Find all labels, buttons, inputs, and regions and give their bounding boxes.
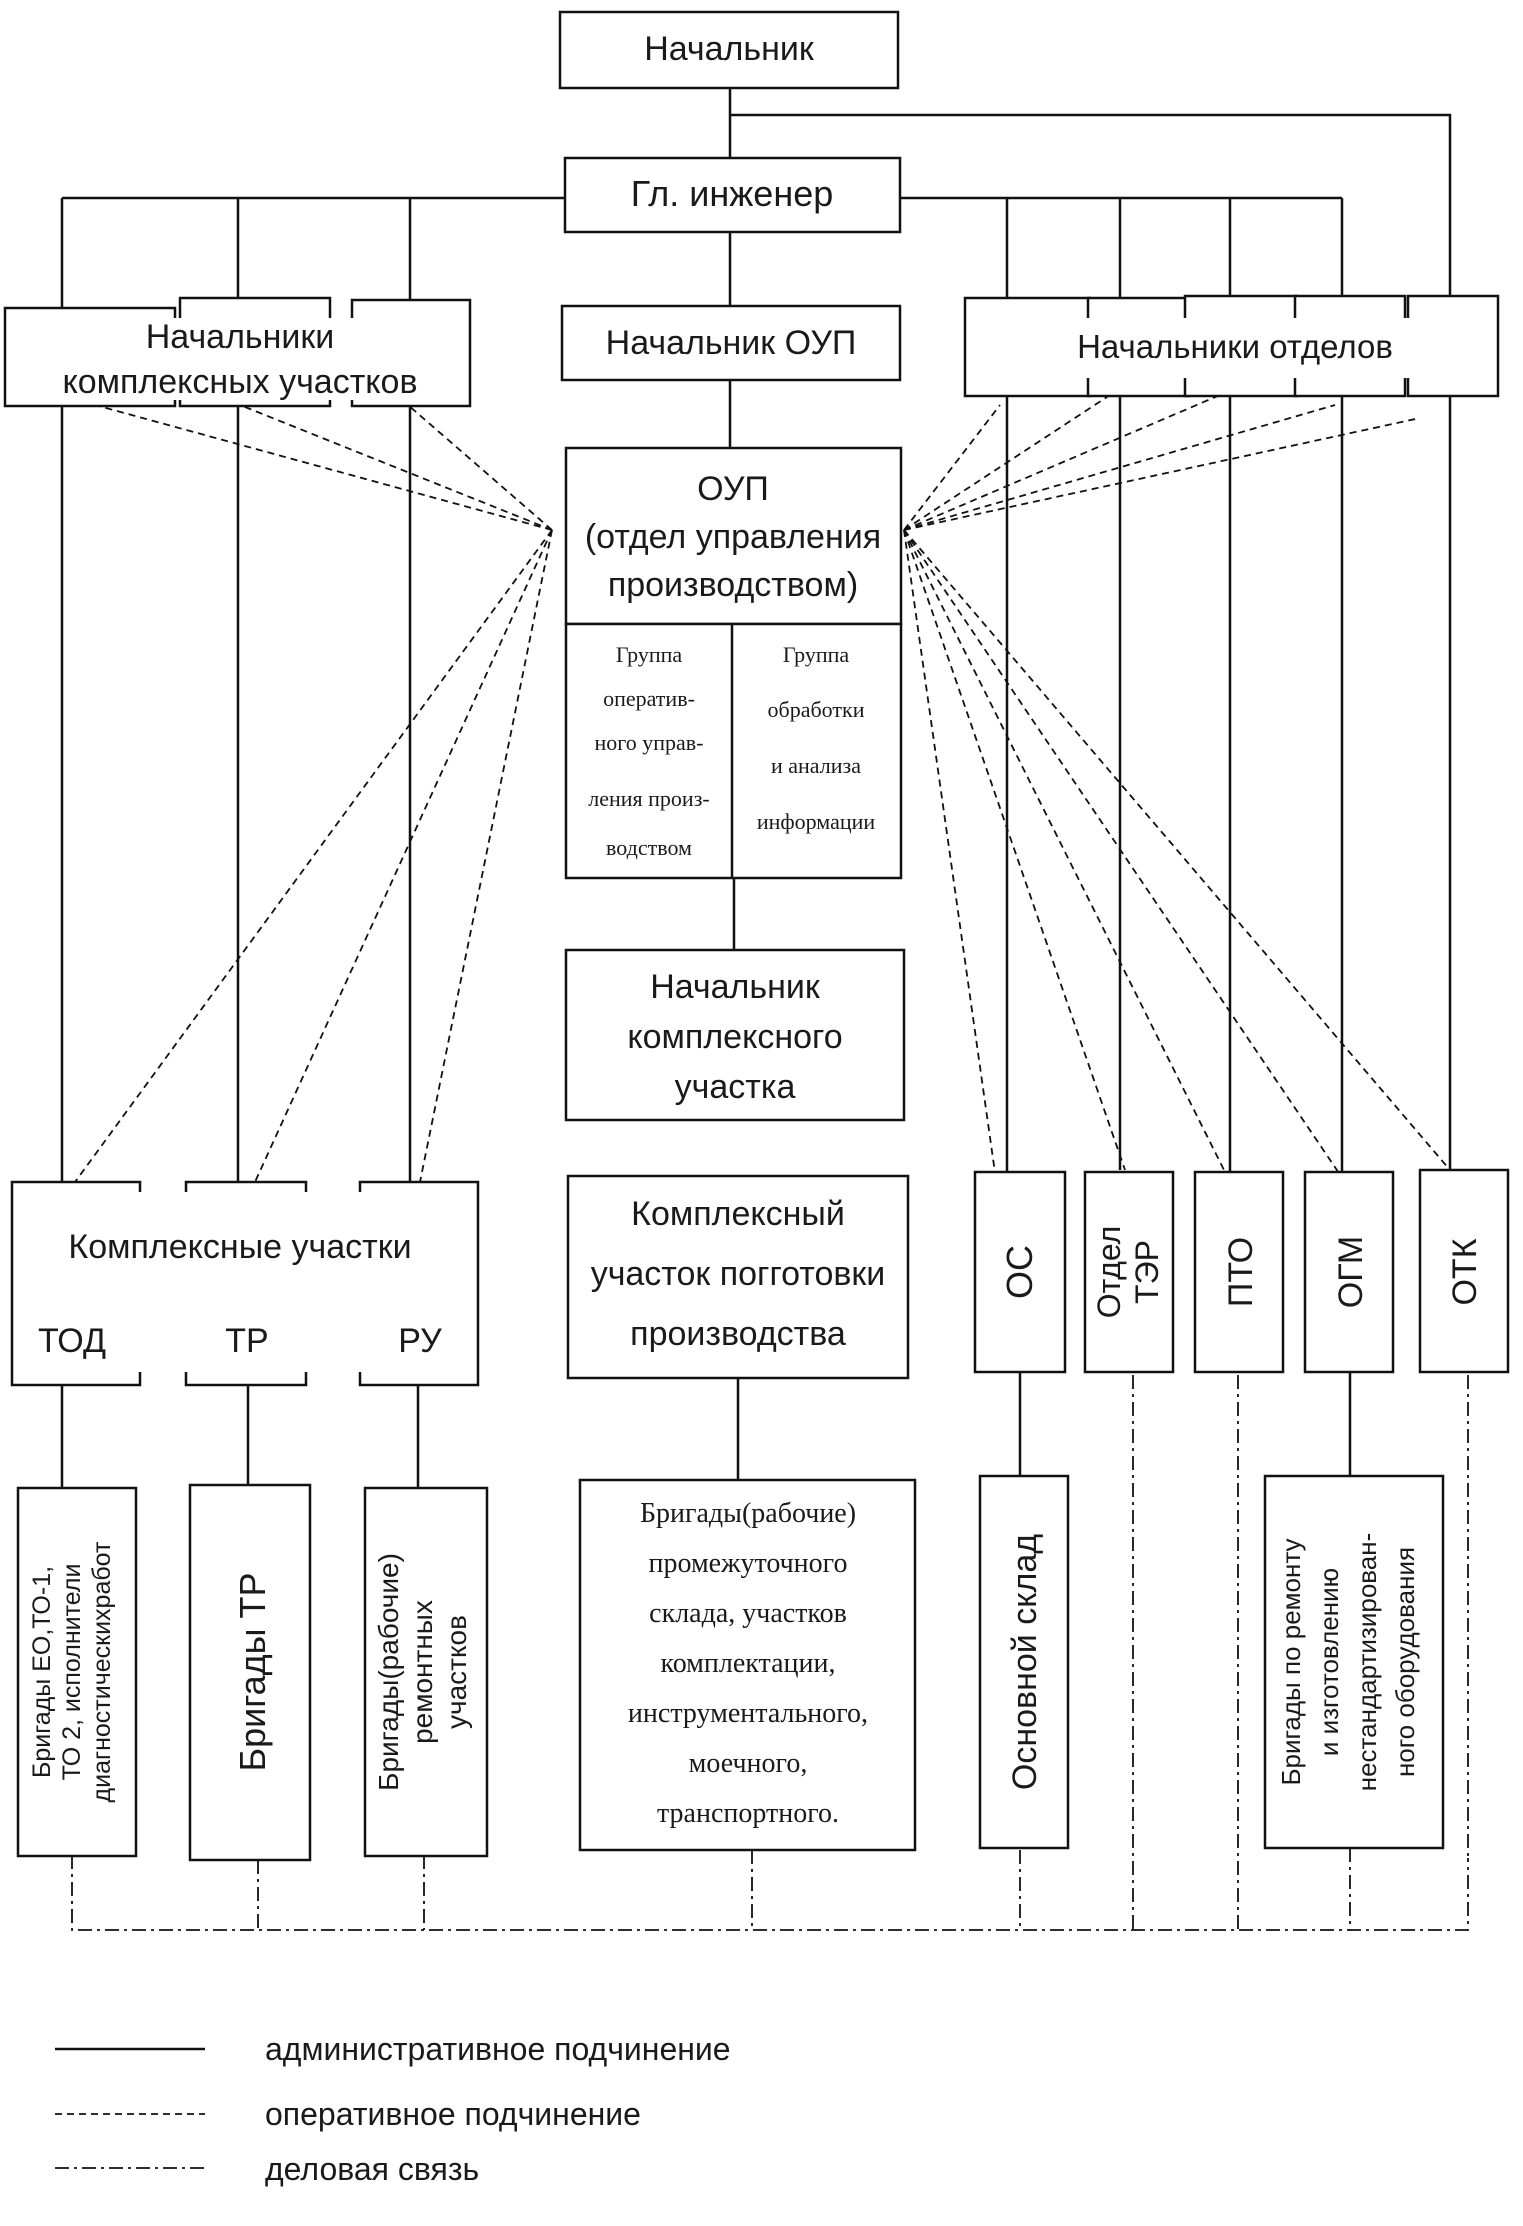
- group-analysis-line-4: информации: [757, 809, 876, 834]
- group-operative-line-4: ления произ-: [588, 786, 709, 811]
- legend-administrative-label: административное подчинение: [265, 2031, 731, 2067]
- oup-head-label: Начальник ОУП: [606, 324, 857, 362]
- brig-ogm-line-2: и изготовлению: [1314, 1568, 1344, 1756]
- chief-box: Начальник: [558, 10, 900, 90]
- chief-label: Начальник: [644, 30, 815, 68]
- brig-eo-line-3: диагностическихработ: [88, 1541, 116, 1803]
- complex-sections-label: Комплексные участки: [68, 1228, 411, 1266]
- legend-business-label: деловая связь: [265, 2151, 479, 2187]
- legend: административное подчинение оперативное …: [55, 2031, 731, 2187]
- brig-repair-line-1: Бригады(рабочие): [373, 1553, 404, 1791]
- complex-sections-box: Комплексные участки ТОД ТР РУ: [10, 1180, 480, 1387]
- group-operative-line-5: водством: [606, 835, 692, 860]
- brig-repair-line-2: ремонтных: [407, 1600, 438, 1744]
- ogm-label: ОГМ: [1332, 1236, 1370, 1308]
- brig-prep-line-2: промежуточного: [649, 1548, 848, 1579]
- brigades-tr-box: Бригады ТР: [188, 1483, 312, 1862]
- pto-box: ПТО: [1193, 1170, 1285, 1374]
- group-analysis-line-3: и анализа: [771, 753, 861, 778]
- brig-prep-line-4: комплектации,: [661, 1648, 836, 1679]
- chief-engineer-box: Гл. инженер: [563, 156, 902, 234]
- brig-eo-line-1: Бригады ЕО,ТО-1,: [28, 1566, 56, 1778]
- brig-prep-line-1: Бригады(рабочие): [640, 1498, 856, 1529]
- complex-section-head-line-2: комплексного: [627, 1018, 842, 1056]
- os-box: ОС: [973, 1170, 1067, 1374]
- complex-section-heads-line-2: комплексных участков: [62, 363, 417, 401]
- ogm-box: ОГМ: [1303, 1170, 1395, 1374]
- complex-section-heads-line-1: Начальники: [146, 318, 335, 356]
- brig-prep-line-5: инструментального,: [628, 1698, 868, 1729]
- oup-line-2: (отдел управления: [585, 518, 881, 556]
- group-operative-line-3: ного управ-: [594, 730, 703, 755]
- ter-line-1: Отдел: [1091, 1226, 1127, 1319]
- brig-ogm-line-1: Бригады по ремонту: [1276, 1538, 1306, 1785]
- otk-box: ОТК: [1418, 1168, 1510, 1374]
- brigades-eo-box: Бригады ЕО,ТО-1, ТО 2, исполнители диагн…: [16, 1486, 138, 1858]
- brig-ogm-line-3: нестандартизирован-: [1352, 1533, 1382, 1792]
- legend-operative-label: оперативное подчинение: [265, 2096, 641, 2132]
- oup-box: ОУП (отдел управления производством): [564, 446, 903, 626]
- ter-department-box: Отдел ТЭР: [1083, 1170, 1175, 1374]
- tr-label: ТР: [225, 1322, 268, 1360]
- brigades-prep-box: Бригады(рабочие) промежуточного склада, …: [578, 1478, 917, 1852]
- production-prep-section-box: Комплексный участок погготовки производс…: [566, 1174, 910, 1380]
- complex-section-head-line-1: Начальник: [650, 968, 821, 1006]
- pto-label: ПТО: [1222, 1237, 1260, 1307]
- main-warehouse-box: Основной склад: [978, 1474, 1070, 1850]
- tod-label: ТОД: [38, 1322, 106, 1360]
- otk-label: ОТК: [1446, 1238, 1484, 1305]
- warehouse-label: Основной склад: [1006, 1534, 1044, 1790]
- brig-eo-line-2: ТО 2, исполнители: [58, 1564, 86, 1781]
- prep-section-line-1: Комплексный: [631, 1195, 845, 1233]
- os-label: ОС: [999, 1245, 1040, 1299]
- complex-section-head-line-3: участка: [675, 1068, 796, 1106]
- group-analysis-line-2: обработки: [768, 697, 865, 722]
- operative-lines: [74, 394, 1451, 1209]
- brig-prep-line-6: моечного,: [689, 1748, 808, 1779]
- oup-line-1: ОУП: [697, 470, 769, 508]
- brig-tr-label: Бригады ТР: [232, 1572, 273, 1771]
- business-lines: [71, 1375, 1469, 1931]
- group-operative-line-1: Группа: [616, 642, 683, 667]
- oup-groups-box: Группа оператив- ного управ- ления произ…: [564, 622, 903, 880]
- brigades-repair-box: Бригады(рабочие) ремонтных участков: [363, 1486, 489, 1858]
- group-operative-line-2: оператив-: [603, 686, 695, 711]
- oup-line-3: производством): [608, 566, 858, 604]
- ter-line-2: ТЭР: [1129, 1240, 1165, 1304]
- chief-engineer-label: Гл. инженер: [631, 173, 834, 214]
- brig-prep-line-7: транспортного.: [657, 1798, 839, 1829]
- oup-head-box: Начальник ОУП: [560, 304, 902, 382]
- brig-repair-line-3: участков: [441, 1615, 472, 1729]
- brig-ogm-line-4: ного оборудования: [1390, 1547, 1420, 1777]
- group-analysis-line-1: Группа: [783, 642, 850, 667]
- department-heads-label: Начальники отделов: [1077, 328, 1393, 365]
- prep-section-line-3: производства: [630, 1315, 846, 1353]
- complex-section-head-box: Начальник комплексного участка: [564, 948, 906, 1122]
- ru-label: РУ: [398, 1322, 442, 1360]
- brig-prep-line-3: склада, участков: [649, 1598, 847, 1629]
- brigades-ogm-box: Бригады по ремонту и изготовлению нестан…: [1263, 1474, 1445, 1850]
- complex-section-heads-box: Начальники комплексных участков: [3, 296, 472, 408]
- prep-section-line-2: участок погготовки: [591, 1255, 886, 1293]
- department-heads-box: Начальники отделов: [963, 294, 1500, 398]
